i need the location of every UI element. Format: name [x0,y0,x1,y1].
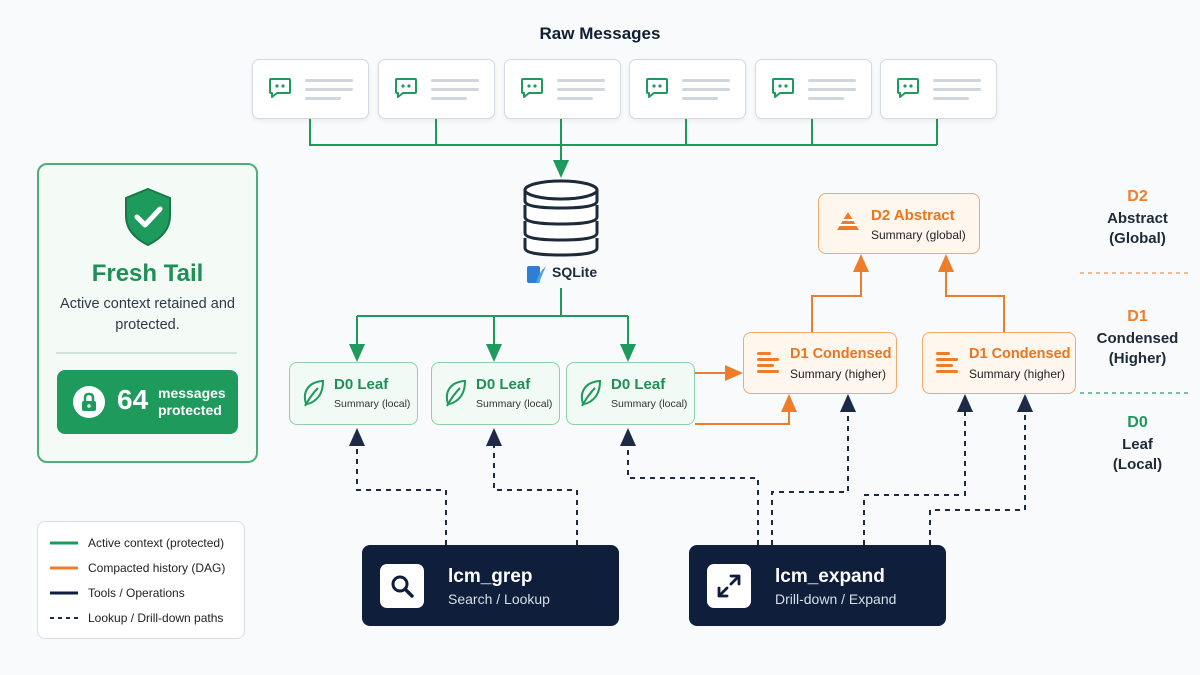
message-card[interactable] [378,59,495,119]
level-label-d0: D0 Leaf (Local) [1080,414,1195,475]
legend-swatch-solid-green [50,541,78,545]
expand-icon [717,574,741,598]
leaf-subtitle: Summary (local) [334,398,411,410]
sqlite-label: SQLite [552,264,598,280]
lookup-paths [349,394,1033,545]
message-card[interactable] [880,59,997,119]
search-icon-box [380,564,424,608]
raw-to-db-connectors [309,118,938,362]
shield-check-icon [125,187,171,247]
condensed-subtitle: Summary (higher) [790,367,887,381]
legend-label: Tools / Operations [88,586,185,600]
expand-icon-box [707,564,751,608]
d1-condensed-node[interactable]: D1 Condensed Summary (higher) [743,332,897,394]
tool-description: Drill-down / Expand [775,591,897,607]
level-label-d1: D1 Condensed (Higher) [1080,308,1195,369]
protected-count-badge: 64 messages protected [57,370,238,434]
level-code: D0 [1127,414,1148,431]
raw-messages-title: Raw Messages [539,24,661,43]
search-icon [391,575,414,598]
condensed-title: D1 Condensed [790,346,892,362]
message-card[interactable] [755,59,872,119]
leaf-icon [445,379,466,407]
legend-swatch-solid-orange [50,566,78,570]
level-separators [1080,272,1192,394]
level-name-line1: Condensed [1096,330,1179,347]
legend: Active context (protected) Compacted his… [37,521,245,639]
dag-connectors [695,254,1005,425]
d0-leaf-node[interactable]: D0 Leaf Summary (local) [566,362,695,425]
fresh-tail-panel: Fresh Tail Active context retained and p… [37,163,258,463]
level-label-d2: D2 Abstract (Global) [1080,188,1195,249]
chat-bubble-icon [897,78,919,98]
leaf-title: D0 Leaf [334,376,389,393]
level-name: Abstract (Global) [1080,209,1195,249]
level-name: Leaf (Local) [1080,435,1195,475]
list-bars-icon [757,352,779,373]
condensed-title: D1 Condensed [969,346,1071,362]
chat-bubble-icon [395,78,417,98]
lock-icon-circle [73,386,105,418]
fresh-tail-description: Active context retained and protected. [60,296,235,333]
fresh-tail-title: Fresh Tail [91,260,204,287]
level-name: Condensed (Higher) [1080,329,1195,369]
leaf-subtitle: Summary (local) [476,398,553,410]
message-card[interactable] [504,59,621,119]
protected-count-unit: messages protected [158,385,226,419]
pyramid-icon [837,212,859,230]
tool-name: lcm_grep [448,566,533,587]
message-card[interactable] [252,59,369,119]
sqlite-logo-icon [527,266,546,283]
leaf-icon [303,379,324,407]
lcm-grep-tool[interactable]: lcm_grep Search / Lookup [362,545,619,626]
legend-label: Compacted history (DAG) [88,561,226,575]
chat-bubble-icon [772,78,794,98]
d0-leaf-node[interactable]: D0 Leaf Summary (local) [289,362,418,425]
leaf-subtitle: Summary (local) [611,398,688,410]
legend-swatch-dashed-navy [50,617,78,619]
d2-abstract-node[interactable]: D2 Abstract Summary (global) [818,193,980,254]
level-name-line2: (Higher) [1108,350,1167,367]
level-code: D2 [1127,188,1148,205]
fresh-tail-divider [56,352,237,354]
level-name-line2: (Local) [1112,456,1163,473]
legend-label: Lookup / Drill-down paths [88,611,224,625]
message-card[interactable] [629,59,746,119]
protected-count-unit-line1: messages [158,385,226,401]
level-name-line1: Leaf [1122,436,1153,453]
list-bars-icon [936,352,958,373]
protected-count: 64 [117,384,149,415]
level-name-line1: Abstract [1107,210,1168,227]
protected-count-unit-line2: protected [158,402,222,418]
lcm-expand-tool[interactable]: lcm_expand Drill-down / Expand [689,545,946,626]
leaf-title: D0 Leaf [611,376,666,393]
chat-bubble-icon [269,78,291,98]
tool-name: lcm_expand [775,566,885,587]
leaf-title: D0 Leaf [476,376,531,393]
chat-bubble-icon [646,78,668,98]
database-icon [523,179,599,257]
lock-icon [82,392,96,411]
chat-bubble-icon [521,78,543,98]
tool-description: Search / Lookup [448,591,550,607]
abstract-subtitle: Summary (global) [871,228,966,242]
d0-leaf-node[interactable]: D0 Leaf Summary (local) [431,362,560,425]
level-name-line2: (Global) [1109,230,1166,247]
leaf-icon [580,379,601,407]
legend-swatch-solid-navy [50,591,78,595]
legend-label: Active context (protected) [88,536,225,550]
d1-condensed-node[interactable]: D1 Condensed Summary (higher) [922,332,1076,394]
condensed-subtitle: Summary (higher) [969,367,1066,381]
level-code: D1 [1127,308,1148,325]
abstract-title: D2 Abstract [871,207,955,224]
